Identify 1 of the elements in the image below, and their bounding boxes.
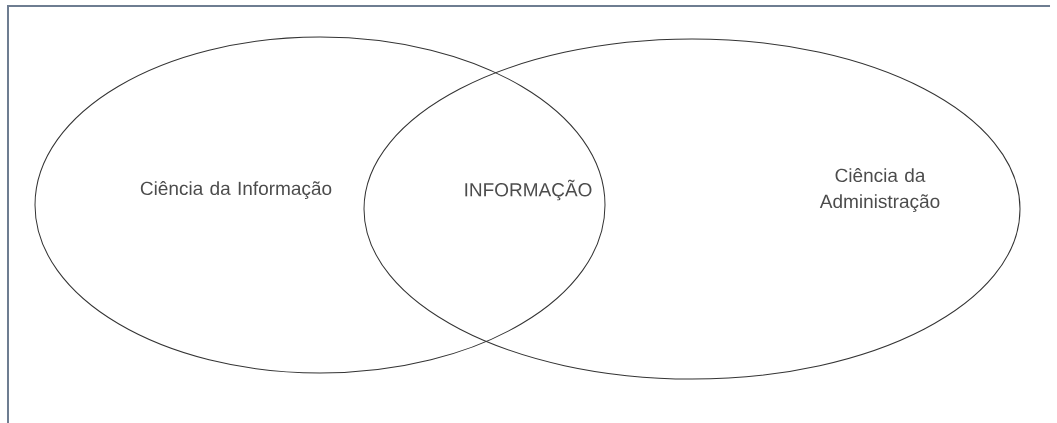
overlap-label: INFORMAÇÃO [465,179,592,201]
